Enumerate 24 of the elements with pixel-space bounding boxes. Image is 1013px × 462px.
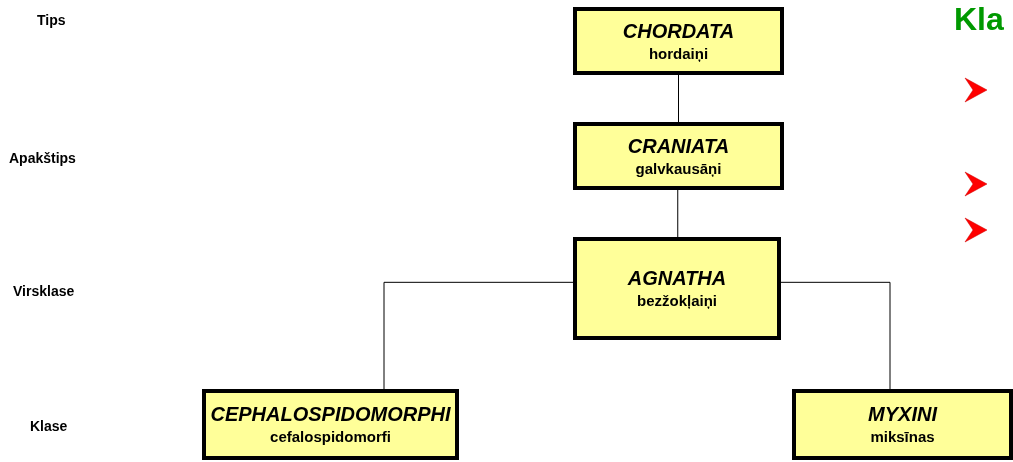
- rank-label: Tips: [37, 12, 66, 28]
- rank-label: Virsklase: [13, 283, 75, 299]
- connector-line: [780, 281, 891, 390]
- taxon-common-name: miksīnas: [870, 429, 935, 446]
- taxon-box: [573, 7, 784, 75]
- taxon-box: [202, 389, 459, 460]
- taxon-box: [792, 389, 1013, 460]
- slide-title: Kla: [954, 2, 1004, 38]
- taxon-latin-name: CHORDATA: [622, 19, 735, 42]
- taxon-latin-name: MYXINI: [868, 403, 937, 426]
- taxon-common-name: cefalospidomorfi: [270, 429, 391, 446]
- rank-label: Apakštips: [9, 150, 76, 166]
- taxon-common-name: bezžokļaiņi: [637, 293, 717, 310]
- taxon-common-name: galvkausāņi: [635, 160, 722, 178]
- taxon-common-name: hordaiņi: [648, 45, 709, 63]
- connector-line: [677, 189, 679, 238]
- connector-line: [383, 281, 574, 390]
- taxon-latin-name: CEPHALOSPIDOMORPHI: [210, 403, 451, 426]
- taxon-latin-name: AGNATHA: [627, 267, 727, 290]
- taxon-box: [573, 122, 784, 190]
- connector-line: [678, 74, 679, 123]
- rank-label: Klase: [30, 418, 68, 434]
- taxon-latin-name: CRANIATA: [627, 134, 730, 157]
- taxon-box: [573, 237, 781, 340]
